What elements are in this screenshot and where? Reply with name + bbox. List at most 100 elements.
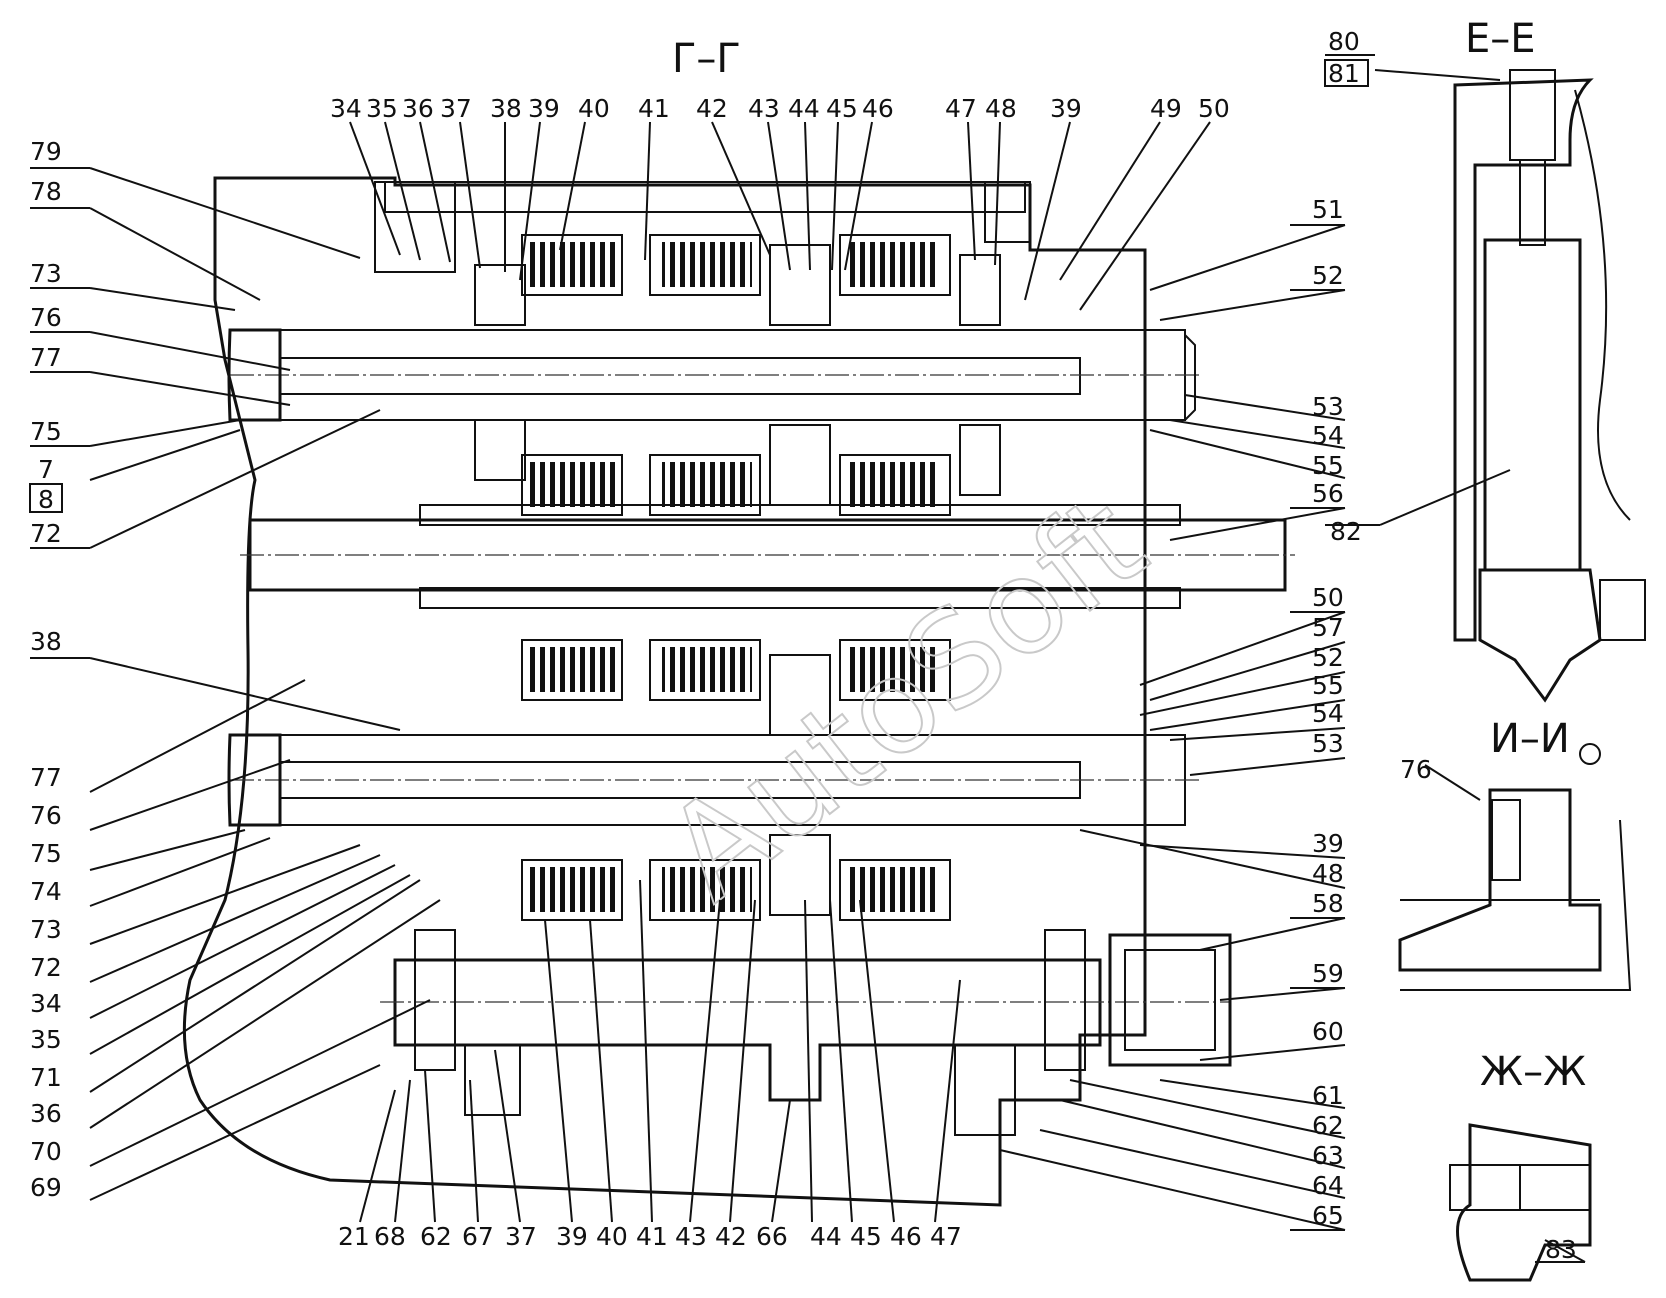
section-ee-view — [1453, 69, 1646, 703]
label: 36 — [30, 1099, 62, 1128]
label: 49 — [1150, 94, 1182, 123]
label: 35 — [366, 94, 398, 123]
label: 44 — [810, 1222, 842, 1251]
label: 71 — [30, 1063, 62, 1092]
label: 53 — [1312, 729, 1344, 758]
label: 70 — [30, 1137, 62, 1166]
label: 77 — [30, 343, 62, 372]
label: 55 — [1312, 451, 1344, 480]
label: 45 — [850, 1222, 882, 1251]
label: 42 — [696, 94, 728, 123]
label: 54 — [1312, 699, 1344, 728]
label: 37 — [505, 1222, 537, 1251]
label: 34 — [330, 94, 362, 123]
label: 50 — [1312, 583, 1344, 612]
label: 76 — [30, 801, 62, 830]
label: 72 — [30, 519, 62, 548]
label: 34 — [30, 989, 62, 1018]
section-title-gg: Г–Г — [672, 36, 741, 82]
label: 47 — [945, 94, 977, 123]
section-title-ee: Е–Е — [1465, 16, 1536, 62]
bottom-label-row: 21 68 62 67 37 39 40 41 43 42 66 44 45 4… — [338, 1222, 962, 1251]
label: 51 — [1312, 195, 1344, 224]
label: 77 — [30, 763, 62, 792]
label: 36 — [402, 94, 434, 123]
label: 65 — [1312, 1201, 1344, 1230]
label: 75 — [30, 417, 62, 446]
label: 45 — [826, 94, 858, 123]
label: 76 — [1400, 755, 1432, 784]
label: 48 — [985, 94, 1017, 123]
label: 46 — [862, 94, 894, 123]
label: 43 — [675, 1222, 707, 1251]
label: 81 — [1328, 59, 1360, 88]
label: 35 — [30, 1025, 62, 1054]
lower-clutch-packs — [521, 639, 951, 921]
label-underlines — [29, 54, 1585, 1263]
view-labels: 80 81 82 76 83 — [1328, 27, 1577, 1264]
label: 67 — [462, 1222, 494, 1251]
label: 50 — [1198, 94, 1230, 123]
label: 39 — [528, 94, 560, 123]
label: 58 — [1312, 889, 1344, 918]
label: 75 — [30, 839, 62, 868]
label: 40 — [578, 94, 610, 123]
label: 39 — [1050, 94, 1082, 123]
rotation-arrow-icon — [1579, 743, 1601, 765]
main-section-view — [182, 176, 1295, 1207]
label: 52 — [1312, 643, 1344, 672]
left-label-column-upper: 79 78 73 76 77 75 7 8 72 — [30, 137, 62, 548]
label: 54 — [1312, 421, 1344, 450]
label: 62 — [1312, 1111, 1344, 1140]
label: 40 — [596, 1222, 628, 1251]
label: 48 — [1312, 859, 1344, 888]
label: 63 — [1312, 1141, 1344, 1170]
label: 66 — [756, 1222, 788, 1251]
label: 76 — [30, 303, 62, 332]
label: 39 — [556, 1222, 588, 1251]
label: 42 — [715, 1222, 747, 1251]
label: 62 — [420, 1222, 452, 1251]
label: 47 — [930, 1222, 962, 1251]
label: 80 — [1328, 27, 1360, 56]
left-label-column-lower: 38 77 76 75 74 73 72 34 35 71 36 70 69 — [30, 627, 62, 1202]
label: 78 — [30, 177, 62, 206]
label: 64 — [1312, 1171, 1344, 1200]
label: 60 — [1312, 1017, 1344, 1046]
label: 38 — [490, 94, 522, 123]
label: 61 — [1312, 1081, 1344, 1110]
label: 83 — [1545, 1235, 1577, 1264]
label: 41 — [636, 1222, 668, 1251]
label: 82 — [1330, 517, 1362, 546]
label: 55 — [1312, 671, 1344, 700]
label: 41 — [638, 94, 670, 123]
label: 74 — [30, 877, 62, 906]
section-ii-view — [1398, 743, 1632, 991]
label: 7 — [38, 455, 54, 484]
label: 37 — [440, 94, 472, 123]
label: 57 — [1312, 613, 1344, 642]
right-label-column: 51 52 53 54 55 56 50 57 52 55 54 53 39 4… — [1312, 195, 1344, 1230]
label: 59 — [1312, 959, 1344, 988]
label: 68 — [374, 1222, 406, 1251]
section-title-zhzh: Ж–Ж — [1480, 1049, 1586, 1095]
label: 43 — [748, 94, 780, 123]
leader-lines — [89, 69, 1586, 1263]
label: 46 — [890, 1222, 922, 1251]
label: 8 — [38, 485, 54, 514]
label: 39 — [1312, 829, 1344, 858]
label: 53 — [1312, 392, 1344, 421]
label: 44 — [788, 94, 820, 123]
label: 72 — [30, 953, 62, 982]
label: 21 — [338, 1222, 370, 1251]
top-label-row: 34 35 36 37 38 39 40 41 42 43 44 45 46 4… — [330, 94, 1230, 123]
label: 52 — [1312, 261, 1344, 290]
section-zhzh-view — [1449, 1123, 1592, 1282]
label: 56 — [1312, 479, 1344, 508]
section-title-ii: И–И — [1490, 716, 1570, 762]
label: 73 — [30, 259, 62, 288]
label: 38 — [30, 627, 62, 656]
label: 79 — [30, 137, 62, 166]
label: 69 — [30, 1173, 62, 1202]
label: 73 — [30, 915, 62, 944]
